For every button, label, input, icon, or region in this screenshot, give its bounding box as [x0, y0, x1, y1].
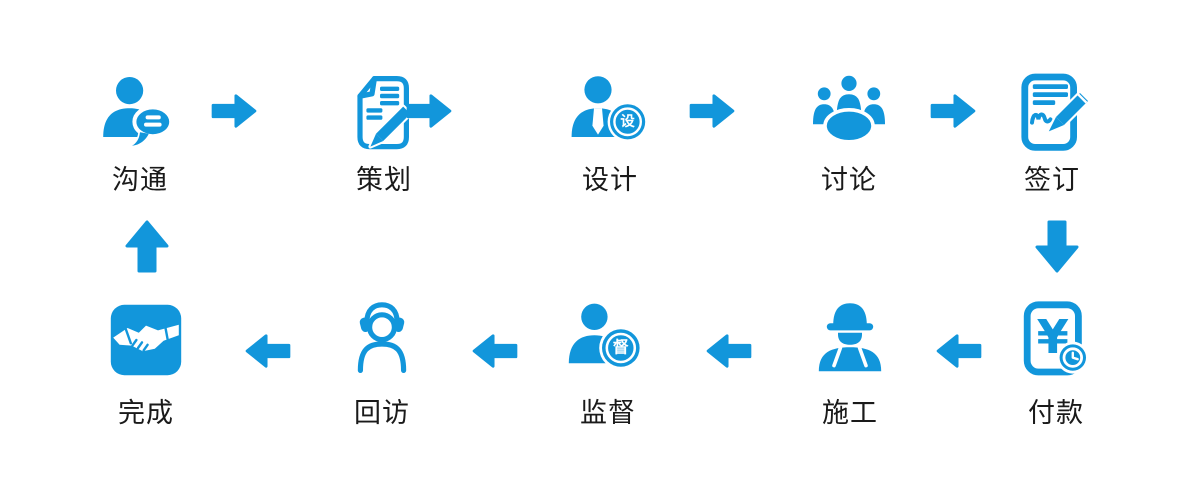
supervision-badge-char: 督 — [613, 338, 629, 357]
arrow-up-icon — [125, 220, 169, 273]
step-label: 沟通 — [112, 165, 168, 195]
step-label: 回访 — [354, 398, 410, 428]
arrow-right-icon — [930, 94, 976, 128]
arrow-left-icon — [706, 334, 752, 368]
headset-person-icon — [357, 302, 407, 373]
designer-badge-icon: 设 — [571, 76, 648, 142]
person-chat-icon — [103, 77, 174, 148]
arrow-left-icon — [936, 334, 982, 368]
meeting-icon — [813, 73, 885, 144]
step-discussion: 讨论 — [769, 73, 929, 207]
document-pencil-icon — [357, 76, 413, 150]
step-completion: 完成 — [66, 300, 226, 434]
step-label: 签订 — [1024, 165, 1080, 195]
step-payment: ¥ 付款 — [976, 300, 1136, 434]
step-label: 讨论 — [821, 165, 877, 195]
step-planning: 策划 — [304, 73, 464, 207]
step-signing: 签订 — [972, 73, 1132, 207]
step-label: 付款 — [1028, 398, 1084, 428]
step-supervision: 督 监督 — [528, 300, 688, 434]
supervisor-badge-icon: 督 — [568, 303, 643, 370]
step-construction: 施工 — [770, 300, 930, 434]
arrow-right-icon — [689, 94, 735, 128]
step-label: 策划 — [356, 165, 412, 195]
arrow-down-icon — [1035, 220, 1079, 273]
contract-sign-icon — [1021, 73, 1091, 151]
step-follow-up: 回访 — [302, 300, 462, 434]
arrow-left-icon — [245, 334, 291, 368]
arrow-right-icon — [211, 94, 257, 128]
step-label: 设计 — [582, 165, 638, 195]
step-label: 监督 — [580, 398, 636, 428]
step-design: 设 设计 — [530, 73, 690, 207]
arrow-left-icon — [472, 334, 518, 368]
step-label: 完成 — [118, 398, 174, 428]
design-badge-char: 设 — [620, 113, 635, 130]
step-label: 施工 — [822, 398, 878, 428]
step-communication: 沟通 — [60, 73, 220, 207]
arrow-right-icon — [406, 94, 452, 128]
handshake-icon — [110, 304, 182, 376]
construction-worker-icon — [818, 303, 882, 372]
payment-clock-icon: ¥ — [1023, 301, 1089, 376]
